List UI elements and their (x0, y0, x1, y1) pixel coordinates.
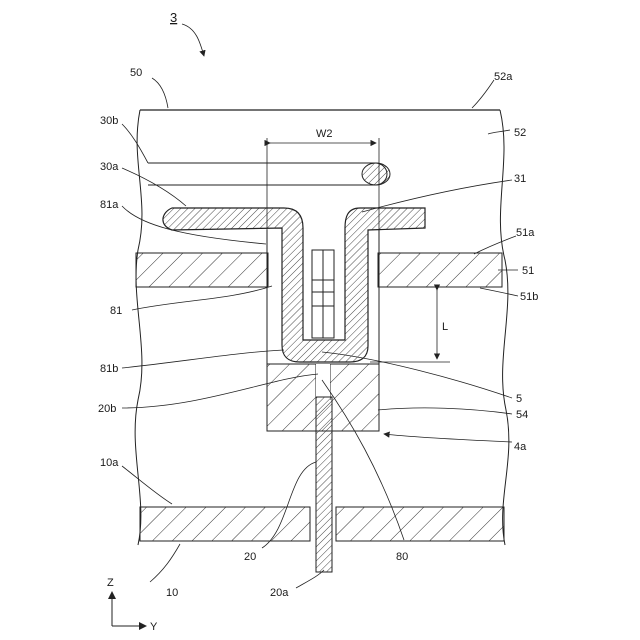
plate-10-left (140, 507, 310, 541)
label-5: 5 (516, 393, 522, 405)
leader-52 (488, 130, 510, 134)
label-51: 51 (522, 265, 534, 277)
leader-54 (378, 408, 512, 414)
leader-52a (472, 80, 494, 108)
leader-51a (474, 236, 516, 254)
leader-51b (480, 288, 518, 296)
leader-10a (122, 466, 172, 504)
axis-y-label: Y (150, 621, 158, 633)
label-20: 20 (244, 551, 256, 563)
axis-z-label: Z (107, 577, 114, 589)
leader-81b (122, 350, 284, 368)
figure-ref: 3 (170, 10, 177, 25)
leader-30b (122, 124, 148, 163)
housing-right-edge (500, 110, 509, 545)
label-81a: 81a (100, 199, 119, 211)
label-30b: 30b (100, 115, 118, 127)
leader-3 (182, 24, 204, 56)
label-10: 10 (166, 587, 178, 599)
leader-4a (384, 434, 512, 442)
label-80: 80 (396, 551, 408, 563)
wire-30 (148, 163, 387, 185)
pin-20 (316, 397, 332, 572)
wire-30a-end (362, 163, 390, 185)
label-20a: 20a (270, 587, 289, 599)
label-10a: 10a (100, 457, 119, 469)
plate-10-right (336, 507, 504, 541)
label-81b: 81b (100, 363, 118, 375)
label-w2: W2 (316, 128, 333, 140)
label-30a: 30a (100, 161, 119, 173)
label-51b: 51b (520, 291, 538, 303)
leader-81 (132, 286, 272, 310)
leader-20a (296, 570, 324, 588)
label-51a: 51a (516, 227, 535, 239)
label-54: 54 (516, 409, 528, 421)
label-20b: 20b (98, 403, 116, 415)
leader-10 (150, 544, 180, 582)
leader-50 (152, 78, 168, 108)
label-l: L (442, 321, 448, 333)
label-4a: 4a (514, 441, 527, 453)
plate-51-left (136, 253, 268, 287)
label-52a: 52a (494, 71, 513, 83)
label-81: 81 (110, 305, 122, 317)
leader-31 (362, 180, 512, 212)
leader-30a (122, 168, 186, 206)
plate-51-right (378, 253, 502, 287)
label-52: 52 (514, 127, 526, 139)
label-50: 50 (130, 67, 142, 79)
label-31: 31 (514, 173, 526, 185)
